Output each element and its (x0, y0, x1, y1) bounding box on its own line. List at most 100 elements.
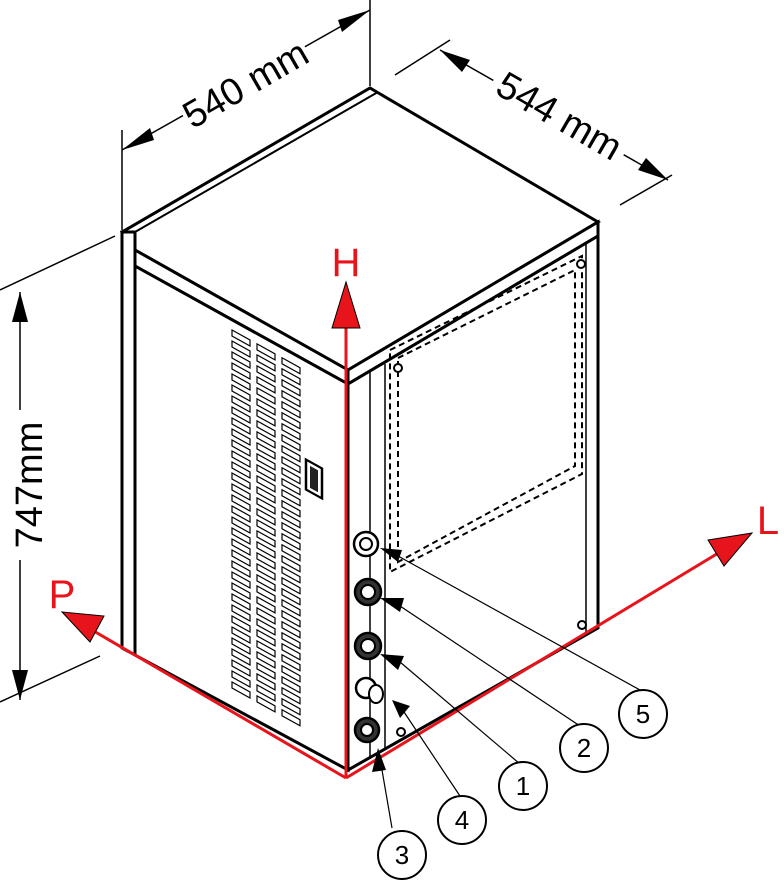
grille-slot (281, 422, 301, 441)
grille-slot (281, 543, 301, 562)
dimension-arrows (12, 10, 668, 700)
grille-slot (281, 378, 301, 397)
grille-slot (231, 592, 251, 612)
grille-slot (231, 581, 251, 601)
grille-slot (281, 510, 301, 529)
fitting-3 (353, 716, 381, 744)
callout-4: 4 (437, 795, 487, 845)
grille-slot (231, 482, 251, 502)
callout-2: 2 (559, 723, 609, 773)
grille-slot (231, 669, 251, 689)
callout-leaders (381, 555, 641, 829)
grille-slot (281, 521, 301, 540)
svg-text:5: 5 (636, 699, 650, 729)
height-axis-arrow (331, 280, 361, 329)
grille-slot (231, 394, 251, 414)
access-panel (389, 254, 587, 737)
axes (60, 280, 754, 780)
grille-slot (231, 361, 251, 381)
callout-1: 1 (498, 761, 548, 811)
grille-slot (256, 650, 276, 669)
grille-slot (281, 444, 301, 463)
grille-slot (281, 708, 301, 727)
grille-slot (256, 397, 276, 416)
grille-slot (281, 477, 301, 496)
grille-slot (256, 408, 276, 427)
svg-text:1: 1 (516, 771, 530, 801)
left-axis-line (345, 550, 721, 780)
grille-slot (231, 548, 251, 568)
grille-slot (281, 389, 301, 408)
grille-slot (281, 400, 301, 419)
grille-slot (256, 562, 276, 581)
grille-slot (231, 416, 251, 436)
grille-slot (256, 595, 276, 614)
grille-slot (281, 356, 301, 375)
grille-slot (231, 680, 251, 700)
fitting-2 (353, 577, 383, 607)
grille-slot (281, 620, 301, 639)
power-switch (304, 457, 324, 501)
grille-slot (281, 499, 301, 518)
grille-slot (231, 405, 251, 425)
grille-slot (256, 540, 276, 559)
grille-slot (231, 614, 251, 634)
grille-slot (256, 683, 276, 702)
grille-slot (231, 504, 251, 524)
grille-slot (281, 576, 301, 595)
grille-slot (231, 350, 251, 370)
grille-slot (231, 471, 251, 491)
grille-slot (281, 532, 301, 551)
grille-slot (281, 653, 301, 672)
grille-slot (231, 526, 251, 546)
grille-slot (281, 642, 301, 661)
grille-slot (231, 383, 251, 403)
grille-slot (256, 463, 276, 482)
grille-slot (281, 587, 301, 606)
grille-slot (281, 455, 301, 474)
left-axis-label: L (757, 499, 779, 543)
grille-slot (256, 419, 276, 438)
fitting-1 (353, 631, 383, 661)
grille-slot (231, 438, 251, 458)
grille-slot (281, 411, 301, 430)
grille-slot (281, 466, 301, 485)
grille-slot (256, 606, 276, 625)
grille-slot (281, 367, 301, 386)
grille-slot (231, 603, 251, 623)
grille-slot (231, 515, 251, 535)
grille-slot (256, 639, 276, 658)
grille-slot (281, 631, 301, 650)
svg-text:2: 2 (577, 733, 591, 763)
grille-slot (256, 628, 276, 647)
grille-slot (281, 488, 301, 507)
cabinet-right-face (346, 233, 600, 773)
grille-slot (281, 697, 301, 716)
grille-slot (281, 609, 301, 628)
grille-slot (281, 675, 301, 694)
left-axis-arrow (707, 532, 754, 567)
grille-slot (256, 496, 276, 515)
height-dimension-label: 747mm (9, 422, 51, 549)
grille-slot (256, 518, 276, 537)
callout-3: 3 (377, 830, 427, 880)
connection-fittings (352, 530, 384, 744)
grille-slot (256, 386, 276, 405)
grille-slot (281, 664, 301, 683)
grille-slot (231, 493, 251, 513)
grille-slot (281, 554, 301, 573)
grille-slot (256, 661, 276, 680)
grille-slot (256, 551, 276, 570)
height-axis-label: H (332, 241, 361, 285)
fitting-5 (352, 530, 380, 558)
grille-slot (256, 694, 276, 713)
grille-slot (281, 565, 301, 584)
rear-axis-line (91, 628, 347, 780)
grille-slot (231, 339, 251, 359)
fitting-4 (354, 676, 384, 704)
grille-slot (256, 474, 276, 493)
grille-slot (256, 441, 276, 460)
grille-slot (256, 485, 276, 504)
grille-slot (281, 433, 301, 452)
grille-slot (256, 584, 276, 603)
